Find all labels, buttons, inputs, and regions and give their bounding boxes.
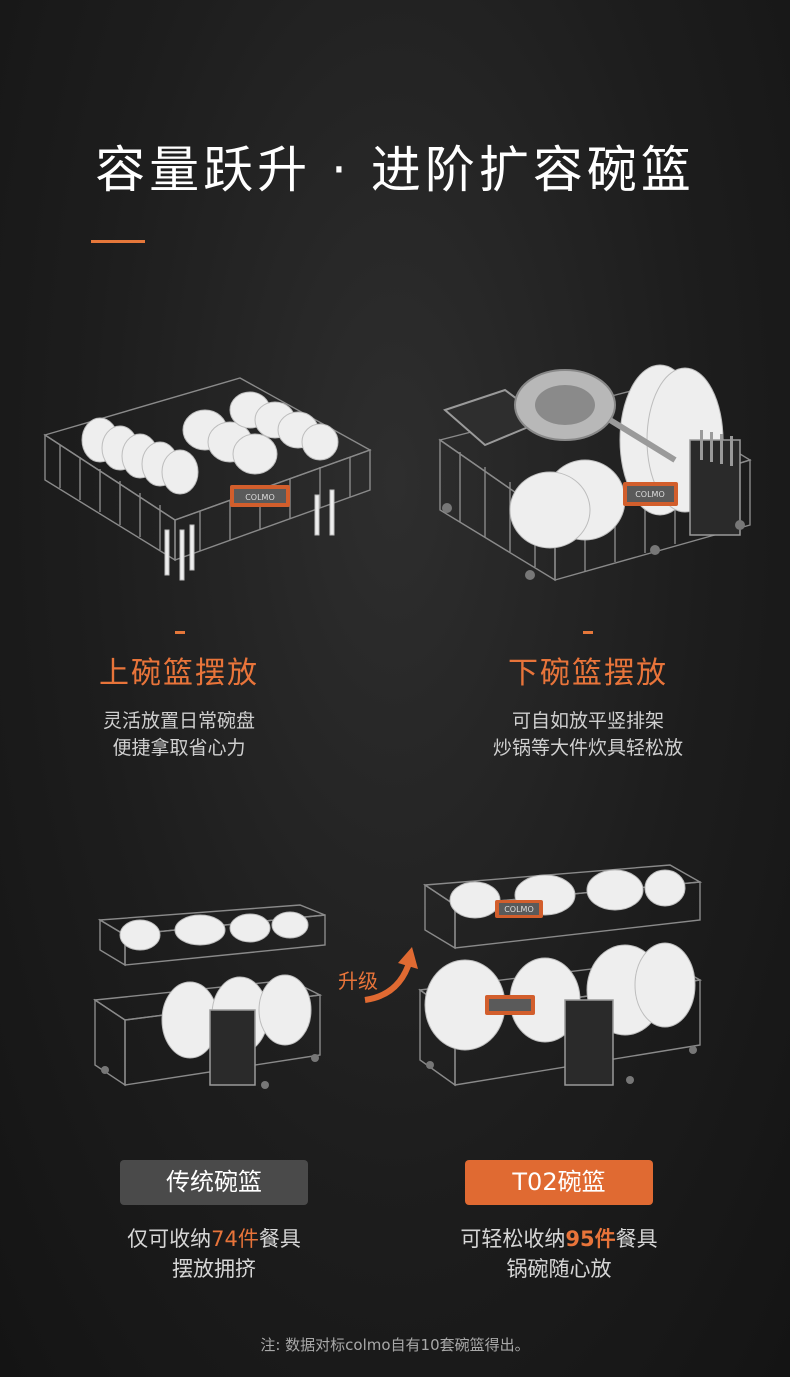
upper-basket-desc-2: 便捷拿取省心力 [112,737,246,759]
lower-basket-desc-2: 炒锅等大件炊具轻松放 [492,737,683,759]
t02-basket-image: COLMO [418,864,703,1087]
t02-count: 95件 [565,1227,616,1251]
t02-basket-brand: COLMO [504,905,534,914]
title-underline [91,240,145,243]
lower-basket-brand: COLMO [635,490,665,499]
traditional-caption-2: 摆放拥挤 [172,1257,256,1281]
traditional-basket-badge: 传统碗篮 [120,1160,308,1205]
upgrade-label: 升级 [338,969,378,993]
traditional-count: 74件 [211,1227,259,1251]
t02-caption-2: 锅碗随心放 [506,1257,612,1281]
upper-basket-brand: COLMO [245,493,275,502]
lower-basket-image: COLMO [438,364,752,582]
upper-basket-heading: 上碗篮摆放 [99,656,259,691]
page-title: 容量跃升 · 进阶扩容碗篮 [95,141,695,199]
upper-basket-image: COLMO [43,377,372,581]
traditional-caption-1: 仅可收纳74件餐具 [127,1227,301,1251]
traditional-basket-image [92,904,326,1089]
upper-basket-desc-1: 灵活放置日常碗盘 [102,710,255,732]
upgrade-arrow-icon [364,947,418,1003]
upper-dash [175,631,185,634]
footnote: 注: 数据对标colmo自有10套碗篮得出。 [260,1336,530,1354]
t02-caption-1: 可轻松收纳95件餐具 [460,1227,658,1251]
lower-basket-heading: 下碗篮摆放 [508,656,668,691]
lower-dash [583,631,593,634]
lower-basket-desc-1: 可自如放平竖排架 [511,710,664,732]
t02-basket-badge: T02碗篮 [465,1160,653,1205]
